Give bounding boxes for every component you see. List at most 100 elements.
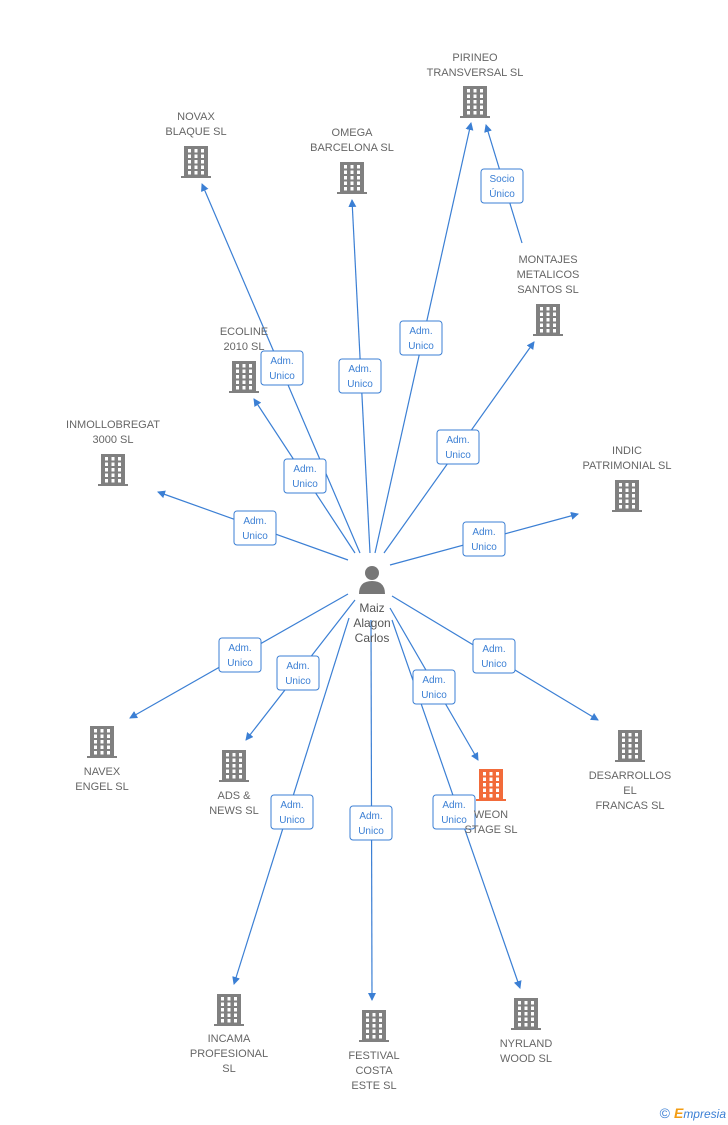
edge-label-box (260, 350, 304, 386)
edge-label-text: Adm. (293, 464, 316, 475)
company-name-line: ECOLINE (220, 326, 268, 338)
edge-label-box (233, 510, 277, 546)
edge-label-text: Adm. (472, 527, 495, 538)
edge-label-text: Unico (279, 815, 305, 826)
edge-label-center-indic[interactable]: Adm. Unico (462, 521, 506, 557)
edge-label-center-omega[interactable]: Adm. Unico (338, 358, 382, 394)
center-person-name-line: Maiz (359, 601, 384, 615)
edge-label-text: Adm. (422, 675, 445, 686)
edge-label-text: Unico (347, 379, 373, 390)
edge-label-text: Adm. (228, 643, 251, 654)
edge-label-box (338, 358, 382, 394)
person-icon (359, 566, 385, 594)
building-icon (181, 146, 211, 178)
edge-label-center-pirineo[interactable]: Adm. Unico (399, 320, 443, 356)
company-name-line: EL (623, 785, 636, 797)
edge-label-text: Unico (408, 341, 434, 352)
company-name-line: DESARROLLOS (589, 770, 672, 782)
edge-label-text: Único (489, 187, 515, 200)
edge-label-text: Unico (471, 542, 497, 553)
edge-label-text: Adm. (442, 800, 465, 811)
edge-label-text: Adm. (270, 356, 293, 367)
company-node-pirineo[interactable]: PIRINEO TRANSVERSAL SL (427, 52, 524, 118)
company-name-line: NYRLAND (500, 1038, 553, 1050)
building-icon (87, 726, 117, 758)
edge-label-center-desarrollos[interactable]: Adm.Unico (472, 638, 516, 674)
building-icon (511, 998, 541, 1030)
company-name-line: PATRIMONIAL SL (582, 460, 671, 472)
edge-labels-layer: Adm.UnicoAdm.UnicoAdm.UnicoSocioÚnicoAdm… (218, 168, 524, 841)
building-icon (229, 361, 259, 393)
building-icon (337, 162, 367, 194)
edge-label-box (399, 320, 443, 356)
company-name-line: PROFESIONAL (190, 1048, 268, 1060)
company-name-line: 3000 SL (93, 434, 134, 446)
edge-label-center-incama[interactable]: Adm. Unico (270, 794, 314, 830)
center-person-name-line: Carlos (355, 631, 390, 645)
edge-label-center-festival[interactable]: Adm.Unico (349, 805, 393, 841)
building-icon (476, 769, 506, 801)
company-node-omega[interactable]: OMEGA BARCELONA SL (310, 127, 394, 194)
edge-label-center-ecoline[interactable]: Adm.Unico (283, 458, 327, 494)
edge-label-center-inmollobregat[interactable]: Adm. Unico (233, 510, 277, 546)
company-name-line: TRANSVERSAL SL (427, 67, 524, 79)
edge-label-text: Adm. (280, 800, 303, 811)
building-icon (219, 750, 249, 782)
edge-label-center-ads[interactable]: Adm.Unico (276, 655, 320, 691)
company-name-line: ADS & (217, 790, 251, 802)
edge-label-center-navex[interactable]: Adm. Unico (218, 637, 262, 673)
edge-label-text: Unico (421, 690, 447, 701)
building-icon (359, 1010, 389, 1042)
edge-label-box (270, 794, 314, 830)
building-icon (214, 994, 244, 1026)
company-name-line: INDIC (612, 445, 642, 457)
brand-logo: Empresia (673, 1105, 726, 1121)
company-node-ads[interactable]: ADS &NEWS SL (209, 750, 259, 817)
company-name-line: PIRINEO (452, 52, 498, 64)
edge-label-text: Unico (227, 658, 253, 669)
edge-label-text: Unico (358, 826, 384, 837)
edge-label-text: Adm. (243, 516, 266, 527)
edge-label-text: Unico (285, 676, 311, 687)
company-name-line: 2010 SL (224, 341, 265, 353)
edge-label-box (462, 521, 506, 557)
edge-label-box (276, 655, 320, 691)
edge-label-box (432, 794, 476, 830)
company-name-line: BARCELONA SL (310, 142, 394, 154)
building-icon (460, 86, 490, 118)
edge-label-center-novax[interactable]: Adm. Unico (260, 350, 304, 386)
footer-brand[interactable]: © Empresia (660, 1105, 726, 1121)
edge-label-box (349, 805, 393, 841)
copyright-icon: © (659, 1105, 670, 1121)
edge-label-center-montajes[interactable]: Adm.Unico (436, 429, 480, 465)
edge-label-text: Unico (481, 659, 507, 670)
building-icon (612, 480, 642, 512)
edge-label-text: Unico (269, 371, 295, 382)
edge-label-center-nyrland[interactable]: Adm.Unico (432, 794, 476, 830)
edge-label-box (283, 458, 327, 494)
company-node-ecoline[interactable]: ECOLINE 2010 SL (220, 326, 268, 393)
company-node-indic[interactable]: INDIC PATRIMONIAL SL (582, 445, 672, 512)
company-name-line: ENGEL SL (75, 781, 128, 793)
company-name-line: COSTA (355, 1065, 393, 1077)
edge-label-text: Adm. (409, 326, 432, 337)
edge-label-text: Socio (489, 174, 514, 185)
edge-label-text: Adm. (348, 364, 371, 375)
company-name-line: INCAMA (208, 1033, 251, 1045)
company-name-line: WEON (474, 809, 508, 821)
edge-label-text: Unico (242, 531, 268, 542)
company-name-line: OMEGA (332, 127, 374, 139)
edge-label-center-weon[interactable]: Adm. Unico (412, 669, 456, 705)
